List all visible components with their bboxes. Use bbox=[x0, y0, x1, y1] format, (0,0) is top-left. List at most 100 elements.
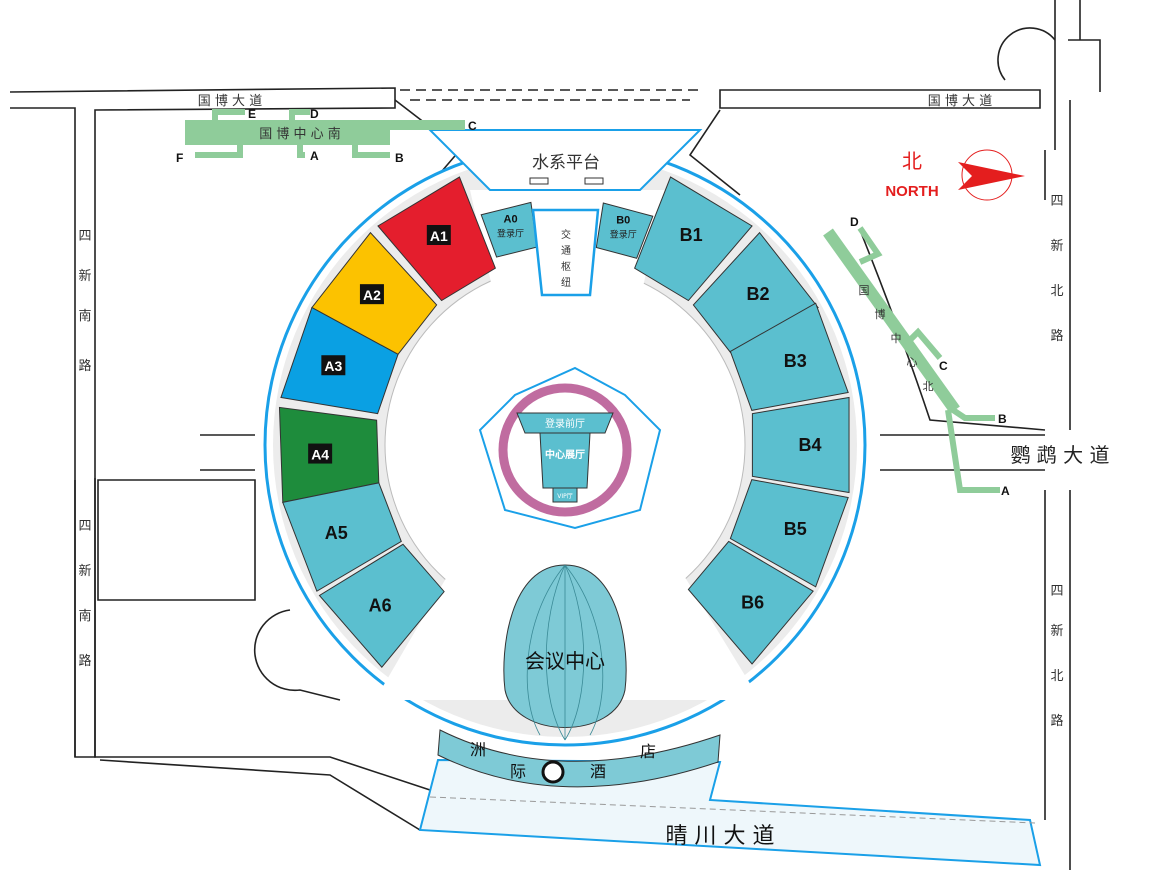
qingchuan-avenue-label: 晴 川 大 道 bbox=[666, 824, 775, 849]
svg-text:路: 路 bbox=[78, 653, 91, 669]
hall-b0[interactable] bbox=[595, 202, 654, 259]
vip-hall-label: VIP厅 bbox=[557, 493, 573, 500]
svg-text:中: 中 bbox=[891, 332, 902, 345]
bench bbox=[584, 177, 604, 185]
svg-text:A: A bbox=[310, 149, 319, 163]
hall-label-box bbox=[426, 224, 451, 245]
svg-text:通: 通 bbox=[561, 245, 571, 257]
hall-b3[interactable] bbox=[729, 302, 849, 411]
svg-text:C: C bbox=[468, 119, 477, 133]
hall-label: A0 bbox=[504, 214, 518, 226]
lobby[interactable] bbox=[516, 412, 614, 434]
sixin-north-road-label: 四新 北路 四新 北路 bbox=[1050, 194, 1063, 729]
svg-text:北: 北 bbox=[1050, 669, 1063, 684]
lobby-label: 登录前厅 bbox=[545, 417, 585, 430]
svg-text:NORTH: NORTH bbox=[885, 183, 938, 200]
center-hall[interactable] bbox=[539, 432, 591, 489]
svg-text:路: 路 bbox=[1050, 713, 1063, 729]
svg-text:路: 路 bbox=[1050, 328, 1063, 344]
hotel[interactable] bbox=[437, 729, 721, 788]
sixin-south-road-label: 四新 南路 四新 南路 bbox=[78, 229, 91, 669]
water-platform bbox=[427, 129, 703, 191]
hall-b1[interactable] bbox=[634, 176, 753, 302]
hall-label: B1 bbox=[680, 225, 703, 245]
svg-text:D: D bbox=[310, 107, 319, 121]
svg-text:枢: 枢 bbox=[561, 260, 571, 273]
svg-text:B: B bbox=[998, 412, 1007, 426]
svg-text:北: 北 bbox=[1050, 284, 1063, 299]
svg-text:际: 际 bbox=[510, 762, 526, 781]
hall-label-box bbox=[308, 443, 333, 464]
svg-text:路: 路 bbox=[78, 358, 91, 374]
metro-station-north[interactable]: 国 博 中 心 北 A B C D bbox=[823, 215, 1010, 498]
svg-text:新: 新 bbox=[1050, 238, 1063, 254]
svg-text:四: 四 bbox=[78, 519, 91, 534]
hall-label: B3 bbox=[784, 351, 807, 371]
transport-hub-label: 交 通 枢 纽 bbox=[561, 228, 571, 289]
svg-text:南: 南 bbox=[78, 608, 91, 624]
hall-b4[interactable] bbox=[751, 396, 850, 494]
hall-label: B2 bbox=[747, 284, 770, 304]
svg-text:北: 北 bbox=[902, 149, 922, 173]
svg-text:店: 店 bbox=[640, 742, 656, 761]
svg-text:四: 四 bbox=[1050, 584, 1063, 599]
hall-label: B5 bbox=[784, 519, 807, 539]
svg-text:D: D bbox=[850, 215, 859, 229]
hall-b5[interactable] bbox=[729, 479, 849, 588]
svg-text:新: 新 bbox=[78, 268, 91, 284]
hall-b6[interactable] bbox=[687, 540, 814, 665]
hotel-rotunda bbox=[541, 760, 565, 784]
yingwu-avenue-label: 鹦 鹉 大 道 bbox=[1010, 443, 1109, 467]
svg-text:北: 北 bbox=[923, 380, 934, 393]
registration-hall-label: 登录厅 bbox=[610, 230, 637, 241]
hall-label: A5 bbox=[325, 523, 348, 543]
svg-text:四: 四 bbox=[1050, 194, 1063, 209]
guobo-road-east-label: 国 博 大 道 bbox=[928, 94, 992, 109]
metro-station-south[interactable]: 国 博 中 心 南 A B C D E F bbox=[176, 107, 477, 165]
svg-text:南: 南 bbox=[78, 308, 91, 324]
hall-a0[interactable] bbox=[480, 201, 538, 258]
hall-a5[interactable] bbox=[282, 482, 402, 592]
registration-hall-label: 登录厅 bbox=[497, 229, 524, 240]
hall-label: B6 bbox=[741, 592, 764, 612]
hall-label: A4 bbox=[311, 447, 329, 463]
transport-hub[interactable] bbox=[531, 208, 600, 297]
center-hall-label: 中心展厅 bbox=[545, 448, 585, 461]
svg-text:C: C bbox=[939, 359, 948, 373]
bench bbox=[529, 177, 549, 185]
hall-label: A3 bbox=[324, 358, 342, 374]
north-compass: 北 NORTH bbox=[885, 149, 1025, 201]
hall-label-box bbox=[321, 355, 346, 376]
vip-hall[interactable] bbox=[552, 487, 578, 503]
svg-text:洲: 洲 bbox=[470, 740, 486, 759]
svg-text:新: 新 bbox=[78, 563, 91, 579]
svg-text:B: B bbox=[395, 151, 404, 165]
north-arrow-icon bbox=[958, 162, 1025, 190]
hall-a6[interactable] bbox=[318, 543, 445, 669]
hall-label: A1 bbox=[430, 228, 448, 244]
svg-text:纽: 纽 bbox=[561, 276, 571, 289]
guobo-road-west-label: 国 博 大 道 bbox=[198, 94, 262, 109]
hotel-label: 洲 际 酒 店 bbox=[470, 740, 656, 781]
svg-text:新: 新 bbox=[1050, 623, 1063, 639]
svg-text:E: E bbox=[248, 107, 256, 121]
svg-text:交: 交 bbox=[561, 228, 571, 241]
svg-text:心: 心 bbox=[907, 356, 918, 369]
svg-text:酒: 酒 bbox=[590, 762, 606, 781]
road-network bbox=[9, 0, 1101, 870]
hall-label: B0 bbox=[616, 215, 630, 227]
hall-label: A2 bbox=[363, 287, 381, 303]
conference-dome-lines bbox=[526, 564, 604, 741]
svg-text:四: 四 bbox=[78, 229, 91, 244]
hall-label: B4 bbox=[798, 435, 821, 455]
svg-text:国 博 中 心 南: 国 博 中 心 南 bbox=[259, 126, 341, 142]
svg-text:博: 博 bbox=[875, 308, 886, 321]
hall-label-box bbox=[359, 284, 384, 305]
hall-label: A6 bbox=[369, 596, 392, 616]
water-platform-label: 水系平台 bbox=[532, 153, 600, 173]
svg-text:F: F bbox=[176, 151, 183, 165]
conference-label: 会议中心 bbox=[525, 649, 605, 673]
svg-text:A: A bbox=[1001, 484, 1010, 498]
